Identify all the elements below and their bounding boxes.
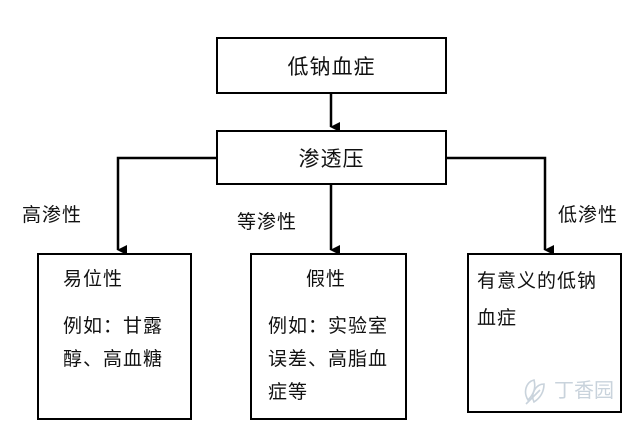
edge-label-isotonic: 等渗性 — [237, 211, 298, 233]
osmolality-node-label: 渗透压 — [298, 146, 365, 171]
pseudo-node-title: 假性 — [306, 268, 347, 290]
pseudo-node-box: 假性 例如：实验室 误差、高脂血 症等 — [250, 253, 407, 420]
translocational-node-box: 易位性 例如：甘露 醇、高血糖 — [37, 253, 192, 420]
watermark-text: 丁香园 — [554, 378, 614, 402]
pseudo-example-line: 症等 — [268, 381, 309, 403]
root-node-label: 低钠血症 — [287, 54, 376, 79]
dxy-flower-logo-icon: 丁香园 — [524, 378, 614, 405]
edge-label-hypertonic: 高渗性 — [22, 204, 83, 226]
branch-line-right — [447, 156, 554, 255]
translocational-node-title: 易位性 — [63, 268, 124, 290]
edge-label-hypotonic: 低渗性 — [558, 204, 619, 226]
osmolality-node-box: 渗透压 — [216, 130, 447, 185]
translocational-example-line: 例如：甘露 — [63, 315, 164, 337]
true-hyponatremia-title-line: 有意义的低钠 — [477, 270, 598, 292]
pseudo-example-line: 例如：实验室 — [268, 315, 389, 337]
watermark: 丁香园 — [520, 372, 630, 410]
true-hyponatremia-title-line: 血症 — [477, 307, 518, 329]
translocational-example-line: 醇、高血糖 — [63, 348, 164, 370]
root-node-box: 低钠血症 — [216, 37, 447, 94]
branch-line-left — [116, 156, 216, 255]
pseudo-example-line: 误差、高脂血 — [268, 348, 389, 370]
